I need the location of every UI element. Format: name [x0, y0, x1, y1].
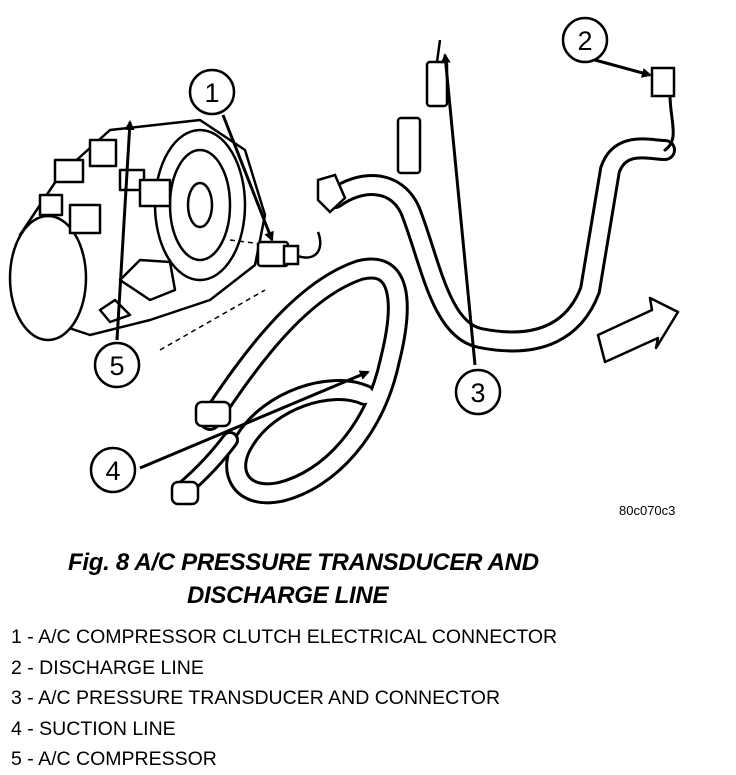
figure-caption-line2: DISCHARGE LINE — [187, 582, 389, 609]
discharge-line-illustration — [324, 66, 676, 353]
callout-1: 1 — [204, 78, 219, 108]
legend-item: 1 - A/C COMPRESSOR CLUTCH ELECTRICAL CON… — [11, 626, 558, 648]
front-direction-arrow — [596, 296, 680, 364]
figure-caption-line1: Fig. 8 A/C PRESSURE TRANSDUCER AND — [68, 549, 539, 576]
compressor-illustration — [8, 118, 267, 342]
figure-id: 80c070c3 — [619, 503, 676, 518]
legend-list: 1 - A/C COMPRESSOR CLUTCH ELECTRICAL CON… — [11, 622, 557, 775]
callout-4: 4 — [105, 456, 120, 486]
clutch-connector-illustration — [256, 231, 322, 268]
ac-system-diagram: 1 2 3 4 5 — [8, 16, 680, 506]
callout-3: 3 — [470, 378, 485, 408]
callout-5: 5 — [109, 351, 124, 381]
legend-item: 5 - A/C COMPRESSOR — [11, 748, 217, 770]
callout-2: 2 — [577, 26, 592, 56]
legend-item: 3 - A/C PRESSURE TRANSDUCER AND CONNECTO… — [11, 687, 501, 709]
transducer-illustration — [316, 39, 449, 214]
legend-item: 2 - DISCHARGE LINE — [11, 656, 204, 679]
legend-item: 4 - SUCTION LINE — [11, 717, 176, 740]
suction-line-illustration — [176, 257, 409, 505]
